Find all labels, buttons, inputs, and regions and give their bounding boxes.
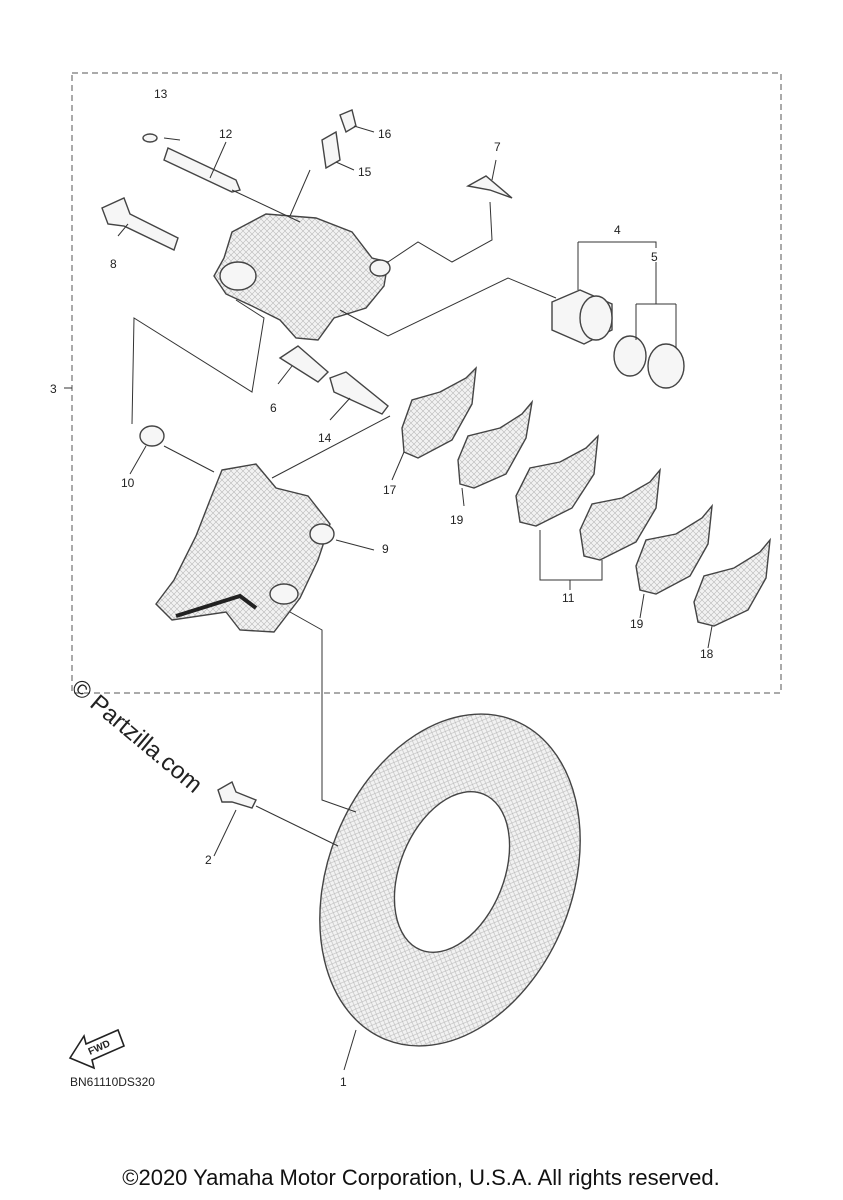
- leader-lines: [64, 125, 713, 1071]
- part-8-bolt: [101, 197, 179, 251]
- callout-12: 12: [219, 127, 233, 141]
- callout-19b: 19: [630, 617, 644, 631]
- part-10-boot: [139, 425, 165, 447]
- callout-19a: 19: [450, 513, 464, 527]
- callout-2: 2: [205, 853, 212, 867]
- caliper-body: [213, 213, 391, 341]
- copyright-notice: ©2020 Yamaha Motor Corporation, U.S.A. A…: [122, 1165, 719, 1190]
- callout-3: 3: [50, 382, 57, 396]
- part-12-pin: [163, 147, 241, 193]
- callout-10: 10: [121, 476, 135, 490]
- callout-18: 18: [700, 647, 714, 661]
- part-17-pad: [401, 366, 477, 459]
- part-1-brake-disc: [319, 713, 581, 1047]
- callout-6: 6: [270, 401, 277, 415]
- callout-9: 9: [382, 542, 389, 556]
- part-16-bleed-cap: [339, 109, 357, 134]
- callout-14: 14: [318, 431, 332, 445]
- callout-13: 13: [154, 87, 168, 101]
- callout-labels: 1 2 3 4 5 6 7 8 9 10 11 12 13 14 15 16 1…: [50, 87, 714, 1089]
- part-14-pin: [329, 371, 389, 415]
- callout-8: 8: [110, 257, 117, 271]
- callout-5: 5: [651, 250, 658, 264]
- callout-17: 17: [383, 483, 397, 497]
- part-11-pad-b: [579, 467, 661, 561]
- part-11-pad-a: [515, 434, 599, 527]
- callout-7: 7: [494, 140, 501, 154]
- part-6-pin: [278, 345, 330, 383]
- assembly-boundary: [71, 72, 782, 694]
- part-18-shim: [693, 537, 771, 627]
- part-9-bracket: [155, 463, 335, 633]
- fwd-arrow-icon: FWD: [68, 1028, 126, 1070]
- part-5-seals: [613, 335, 685, 389]
- callout-15: 15: [358, 165, 372, 179]
- part-2-bolt: [217, 780, 257, 809]
- part-19-shim-a: [457, 399, 534, 489]
- callout-16: 16: [378, 127, 392, 141]
- part-15-bleed-screw: [321, 130, 341, 170]
- diagram-code: BN61110DS320: [70, 1075, 155, 1089]
- part-19-shim-b: [635, 503, 713, 595]
- part-7-clip: [465, 175, 513, 199]
- callout-4: 4: [614, 223, 621, 237]
- callout-1: 1: [340, 1075, 347, 1089]
- callout-11: 11: [562, 591, 575, 605]
- part-4-piston: [551, 289, 613, 345]
- part-13-cap: [142, 133, 158, 143]
